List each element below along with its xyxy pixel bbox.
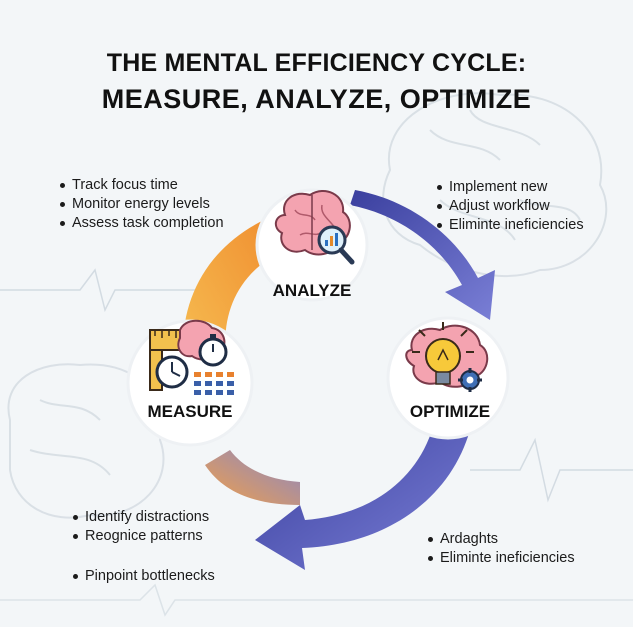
page-title-line2: MEASURE, ANALYZE, OPTIMIZE bbox=[101, 84, 532, 114]
list-item: Assess task completion bbox=[60, 214, 224, 233]
brain-stopwatch-icon bbox=[149, 319, 234, 395]
list-item: Track focus time bbox=[60, 176, 224, 195]
list-item: Reognice patterns bbox=[73, 527, 209, 546]
arrow-analyze-to-optimize bbox=[350, 190, 495, 320]
measure-label: MEASURE bbox=[147, 402, 233, 421]
arrow-bottom-blend bbox=[205, 450, 300, 505]
brain-lightbulb-icon bbox=[405, 322, 489, 392]
list-item: Monitor energy levels bbox=[60, 195, 224, 214]
list-item: Pinpoint bottlenecks bbox=[73, 567, 215, 586]
measure-bottom-bullet-list: Identify distractions Reognice patterns bbox=[73, 508, 209, 546]
list-item: Ardaghts bbox=[428, 530, 575, 549]
measure-top-bullet-list: Track focus time Monitor energy levels A… bbox=[60, 176, 224, 233]
list-item: Implement new bbox=[437, 178, 584, 197]
background-brain-right bbox=[382, 92, 608, 277]
page-title-line1: THE MENTAL EFFICIENCY CYCLE: bbox=[106, 49, 527, 77]
measure-extra-bullet-list: Pinpoint bottlenecks bbox=[73, 567, 215, 586]
background-pulse-line bbox=[470, 437, 633, 503]
optimize-bottom-bullet-list: Ardaghts Eliminte ineficiencies bbox=[428, 530, 575, 568]
list-item: Eliminte ineficiencies bbox=[437, 216, 584, 235]
optimize-top-bullet-list: Implement new Adjust workflow Eliminte i… bbox=[437, 178, 584, 235]
list-item: Identify distractions bbox=[73, 508, 209, 527]
brain-magnifier-icon bbox=[274, 190, 355, 265]
analyze-label: ANALYZE bbox=[272, 281, 352, 300]
arrow-optimize-to-measure bbox=[255, 420, 470, 570]
background-brain-left bbox=[7, 363, 165, 519]
list-item: Adjust workflow bbox=[437, 197, 584, 216]
list-item: Eliminte ineficiencies bbox=[428, 549, 575, 568]
optimize-label: OPTIMIZE bbox=[409, 402, 491, 421]
background-pulse-line bbox=[0, 583, 633, 617]
background-pulse-line bbox=[0, 268, 200, 313]
